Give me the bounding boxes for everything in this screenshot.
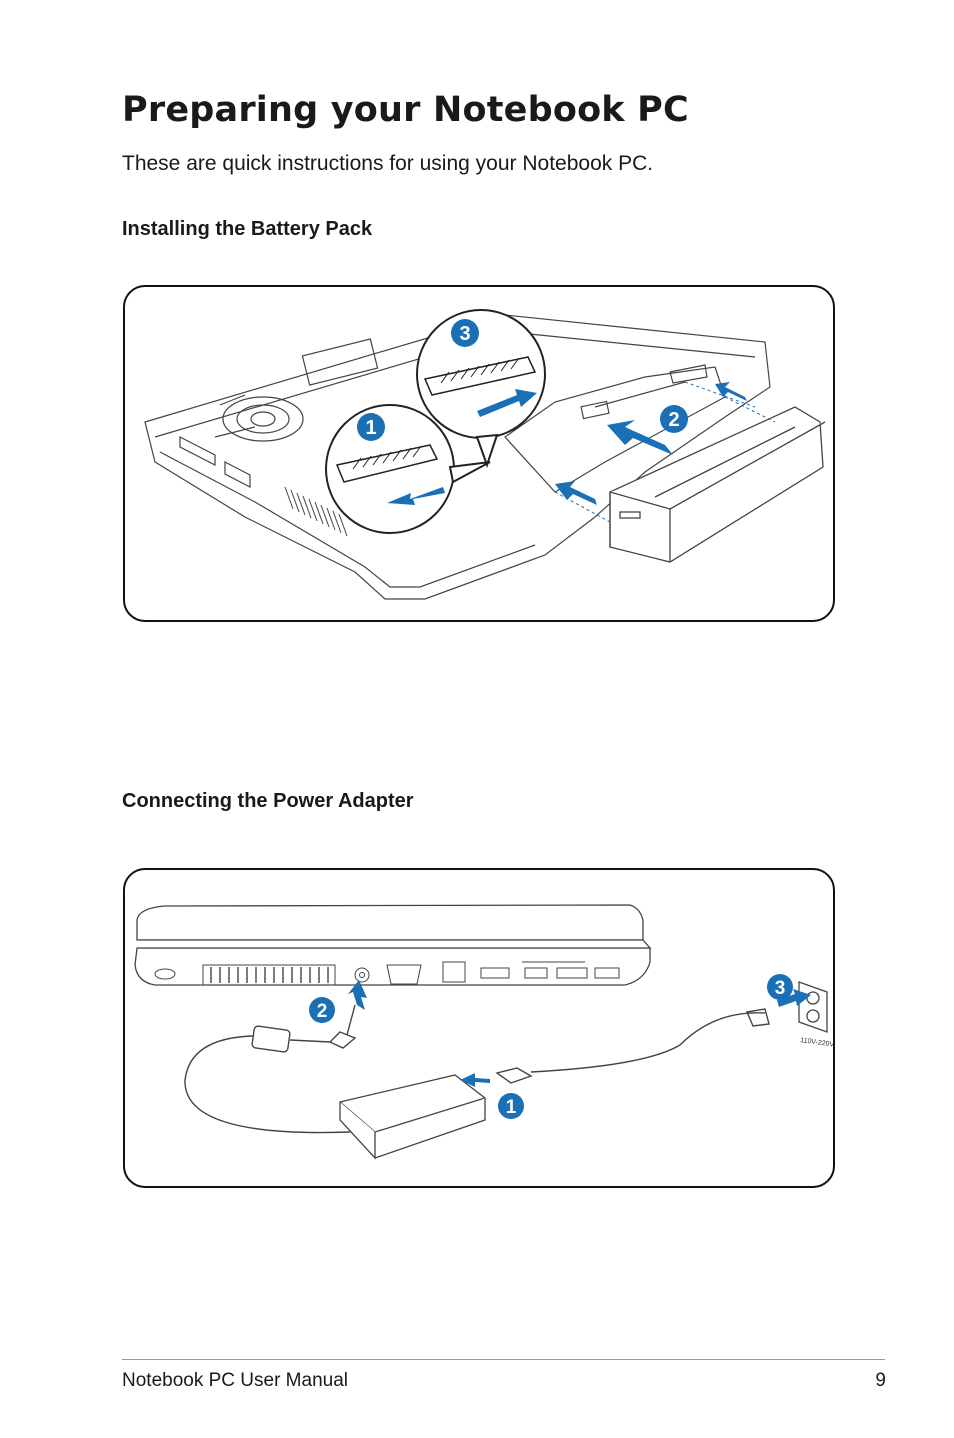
footer-page-number: 9 <box>875 1370 886 1391</box>
dc-in-port-icon <box>354 967 370 983</box>
arrow-slide-right-icon <box>477 389 537 417</box>
arrow-up-connector-icon <box>348 980 367 1010</box>
arrow-left-plug-icon <box>460 1073 490 1087</box>
power-adapter-figure: 110V-220V 2 1 3 <box>123 868 835 1188</box>
arrow-slide-left-icon <box>387 487 445 505</box>
step-3-badge-icon: 3 <box>459 323 470 345</box>
latch-unlock-magnifier: 1 <box>325 404 491 534</box>
step-3-badge-icon: 3 <box>767 974 793 1000</box>
footer-divider <box>122 1359 885 1360</box>
step-2-badge-icon: 2 <box>660 405 688 433</box>
wall-outlet-icon <box>798 981 828 1033</box>
footer-manual-title: Notebook PC User Manual <box>122 1370 348 1391</box>
lan-port-icon <box>442 961 466 983</box>
svg-text:2: 2 <box>668 409 679 431</box>
battery-illustration: 2 1 3 <box>144 309 826 600</box>
section-heading-power: Connecting the Power Adapter <box>122 790 414 812</box>
ac-adapter-icon <box>338 1074 487 1160</box>
step-1-badge-icon: 1 <box>365 417 376 439</box>
svg-text:3: 3 <box>775 978 786 999</box>
svg-text:1: 1 <box>506 1097 517 1118</box>
usb-port-icon <box>480 967 510 979</box>
intro-text: These are quick instructions for using y… <box>122 152 654 175</box>
arrow-into-outlet-icon <box>777 989 811 1007</box>
step-2-badge-icon: 2 <box>309 997 335 1023</box>
arrow-insert-battery-icon <box>607 420 673 455</box>
latch-lock-magnifier: 3 <box>416 309 546 469</box>
svg-text:2: 2 <box>317 1001 328 1022</box>
page-title: Preparing your Notebook PC <box>122 90 689 130</box>
step-1-badge-icon: 1 <box>498 1093 524 1119</box>
section-heading-battery: Installing the Battery Pack <box>122 218 373 240</box>
outlet-voltage-label: 110V-220V <box>800 1037 835 1049</box>
battery-installation-figure: 2 1 3 <box>123 285 835 622</box>
vga-port-icon <box>386 964 422 985</box>
power-adapter-illustration: 110V-220V 2 1 3 <box>134 904 835 1160</box>
